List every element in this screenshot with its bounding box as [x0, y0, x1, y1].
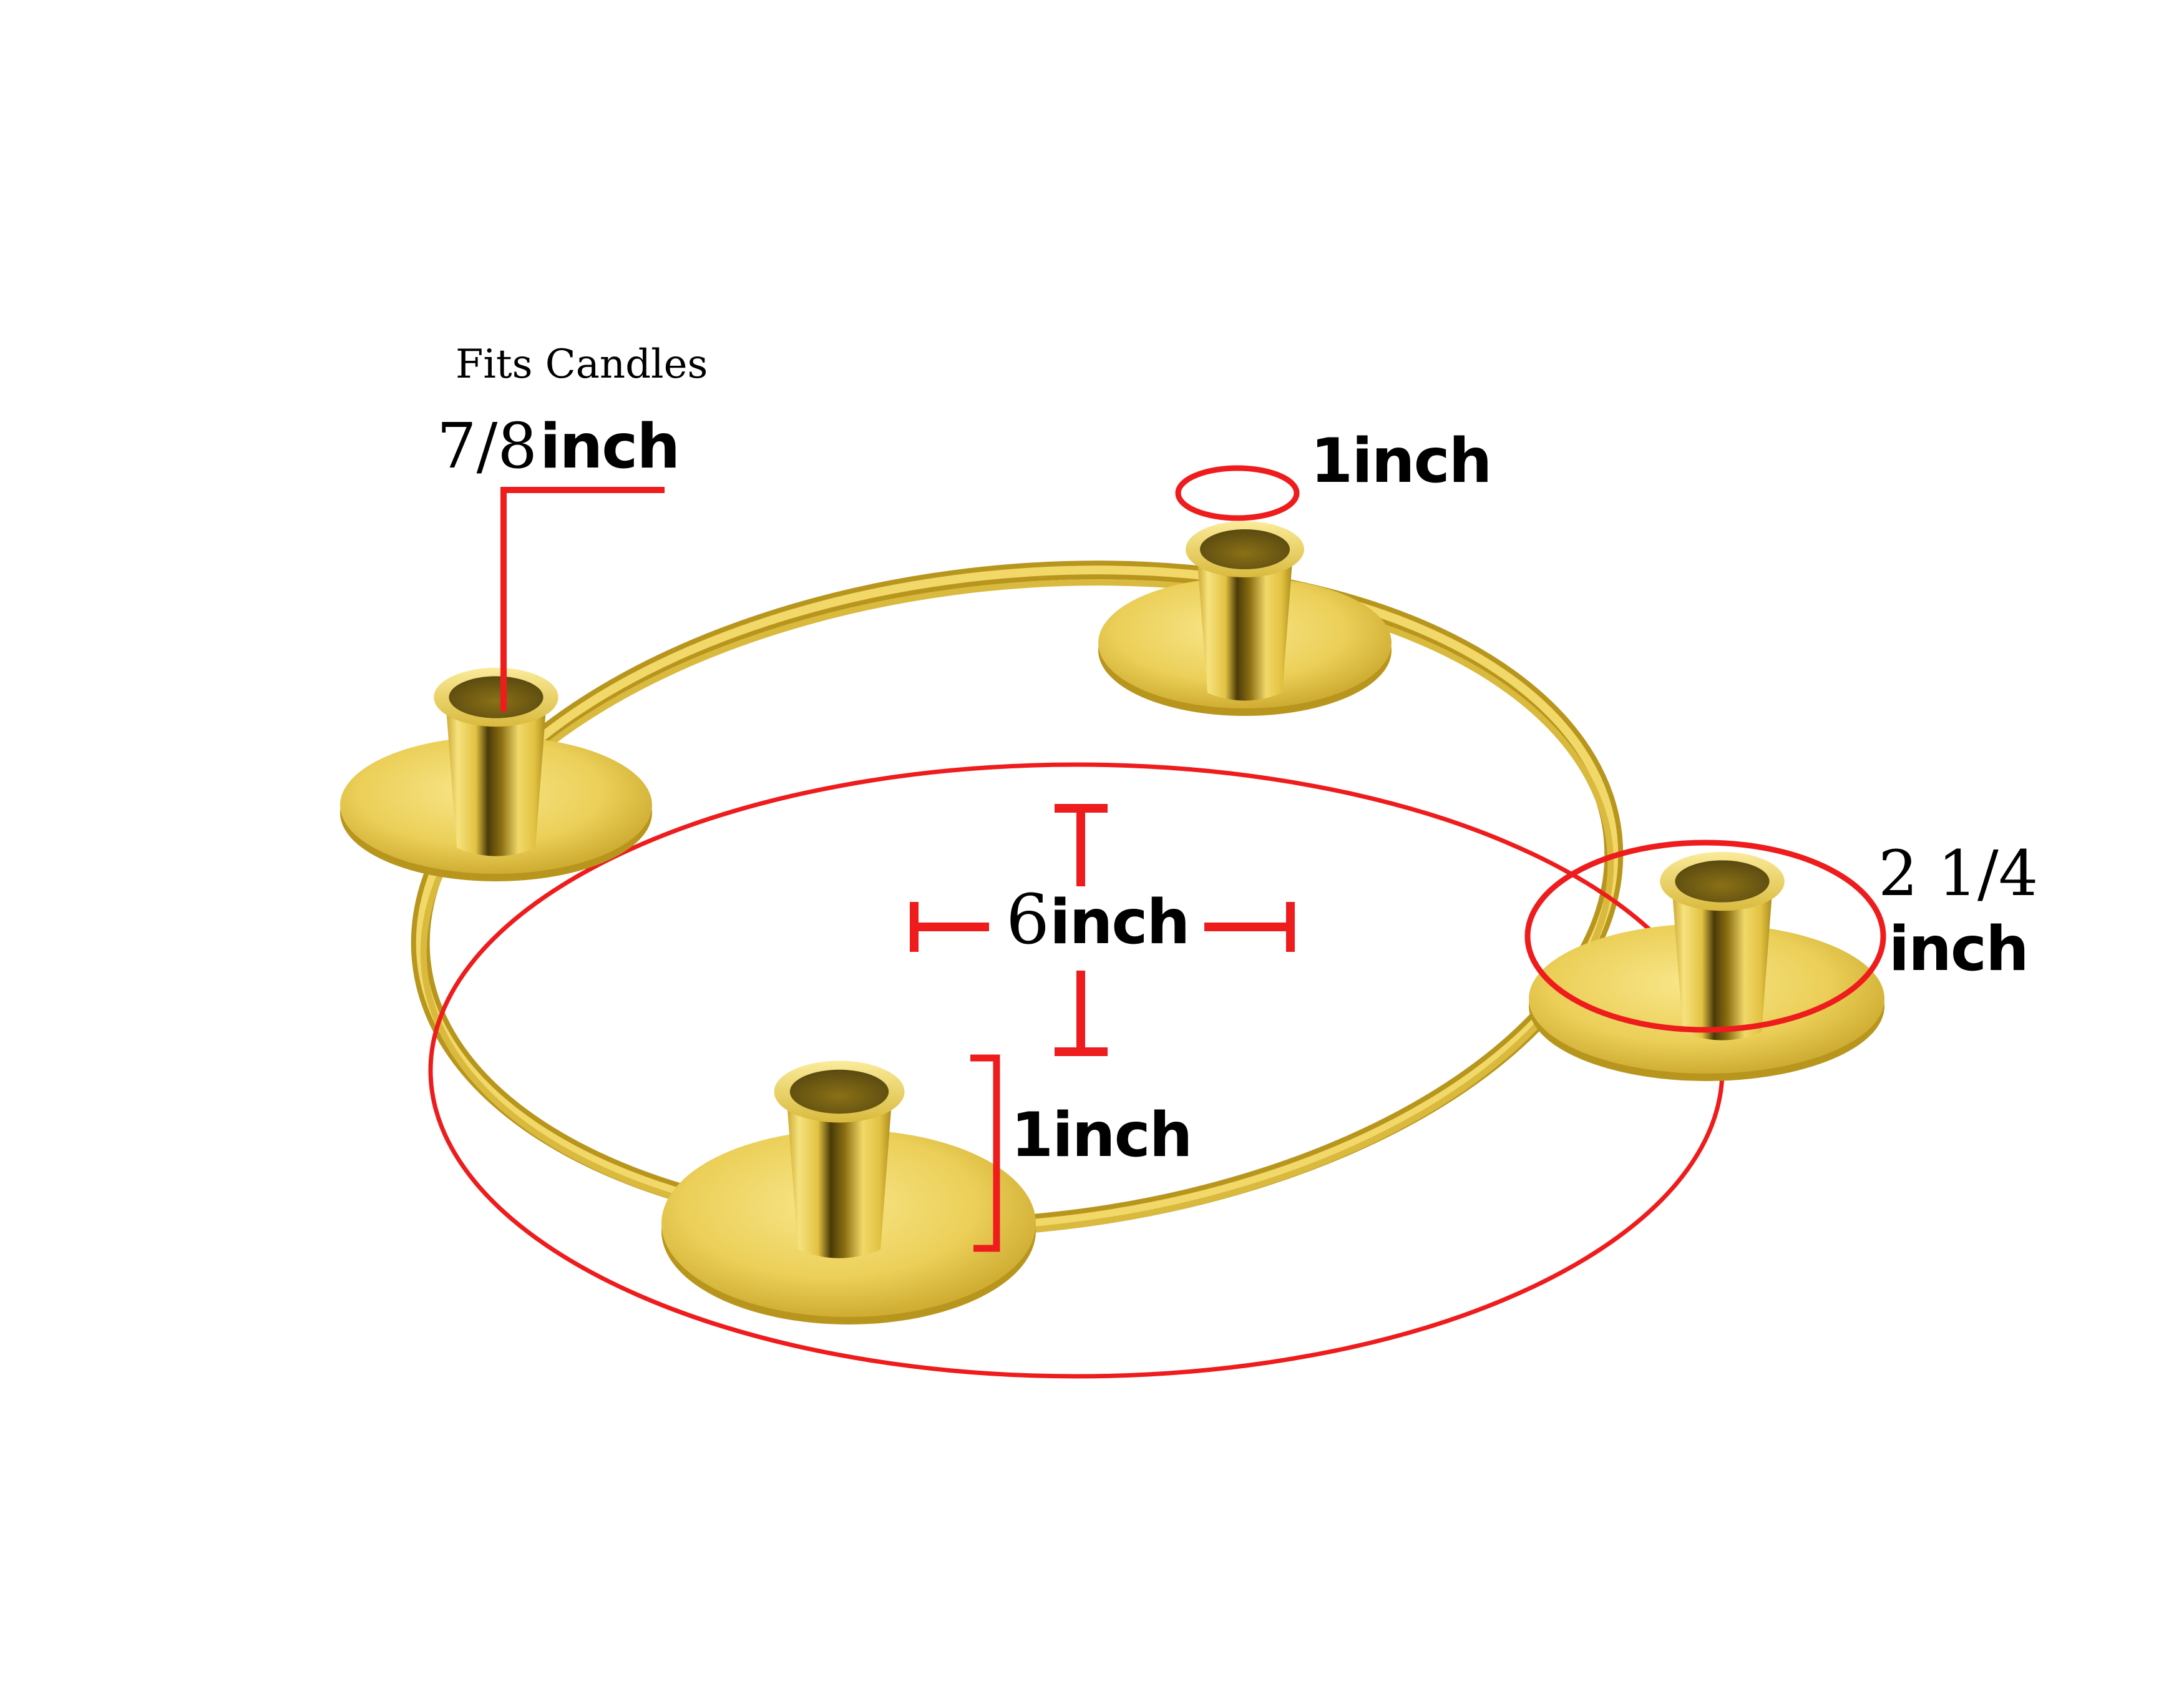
cup-height-top-value: 1	[1310, 426, 1353, 497]
cup-body	[445, 697, 547, 856]
cup-opening	[1675, 860, 1770, 903]
candle-cup-back	[1098, 521, 1392, 716]
ring-diameter-unit: inch	[1050, 887, 1190, 958]
cup-height-bottom-unit: inch	[1052, 1100, 1192, 1171]
candle-cup-front	[661, 1060, 1036, 1324]
cup-height-top-label: 1inch	[1310, 431, 1492, 492]
cup-opening	[449, 676, 544, 718]
cup-height-bracket	[970, 1054, 1000, 1252]
fits-candles-caption: Fits Candles	[456, 341, 708, 388]
saucer-diameter-ellipse	[1524, 840, 1886, 1033]
cup-height-bottom-label: 1inch	[1011, 1105, 1192, 1166]
candle-cup-left	[340, 667, 652, 881]
cup-height-bottom-value: 1	[1011, 1100, 1053, 1171]
fits-candles-label: 7/8 inch	[437, 415, 680, 478]
ring-diameter-label: 6inch	[1006, 885, 1190, 954]
saucer-diameter-unit: inch	[1888, 914, 2029, 985]
fits-candles-value: 7/8	[437, 409, 537, 482]
candle-cup-right	[1529, 851, 1884, 1081]
gold-ring	[411, 561, 1624, 1237]
cup-height-top-unit: inch	[1352, 426, 1492, 497]
ring-diameter-value: 6	[1006, 879, 1050, 959]
fits-candles-unit: inch	[539, 411, 680, 482]
cup-body	[1196, 549, 1294, 701]
cup-opening	[789, 1069, 889, 1114]
saucer-diameter-label: 2 1/4 inch	[1878, 837, 2039, 985]
cup-body	[1671, 881, 1773, 1040]
ring-diameter-markers	[910, 804, 1295, 1056]
cup-rim-ellipse	[1175, 465, 1300, 521]
candle-width-indicator	[500, 487, 665, 712]
cup-body	[786, 1092, 893, 1258]
cup-opening	[1200, 529, 1290, 569]
saucer-diameter-value: 2 1/4	[1878, 837, 2039, 910]
